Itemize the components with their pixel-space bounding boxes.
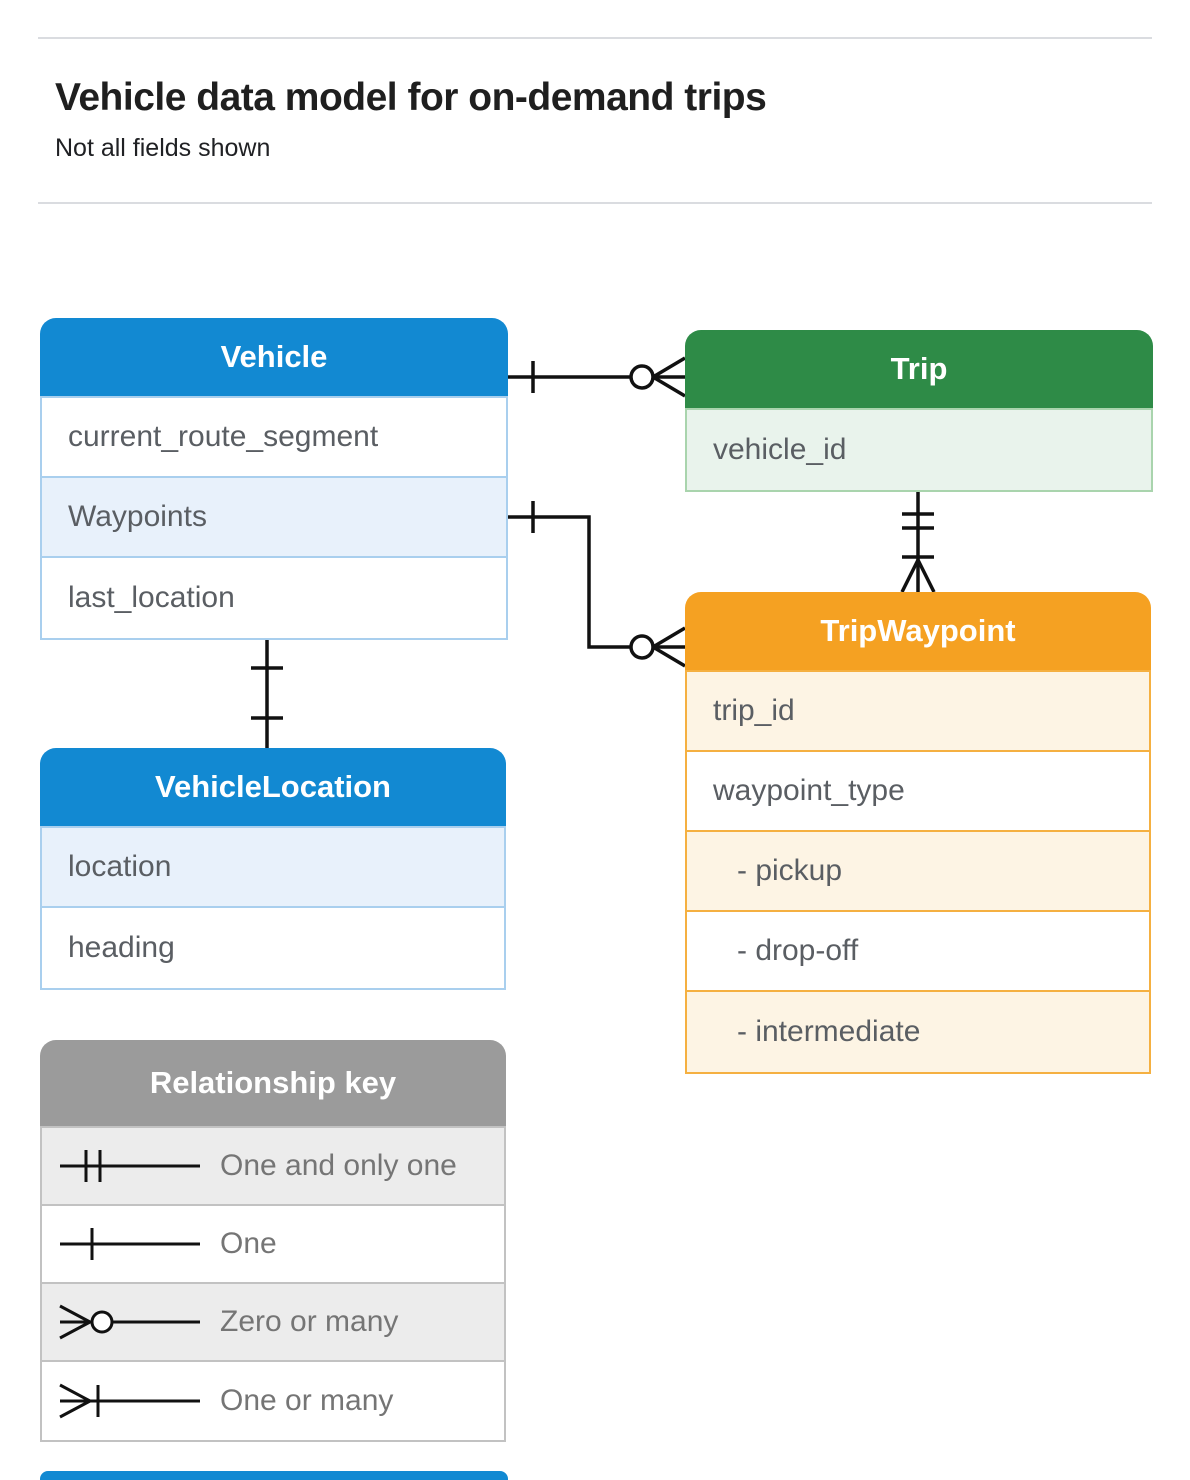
field-label: - pickup xyxy=(737,854,843,887)
one-icon xyxy=(60,1228,200,1260)
field-label: waypoint_type xyxy=(713,774,905,807)
header-divider xyxy=(38,202,1152,204)
relationship-key-header: Relationship key xyxy=(40,1040,506,1126)
field-row: - pickup xyxy=(687,832,1149,912)
one-and-only-one-icon xyxy=(60,1150,200,1182)
entity-trip-waypoint-header: TripWaypoint xyxy=(685,592,1151,670)
legend-row: One xyxy=(42,1206,504,1284)
legend-label: One and only one xyxy=(220,1149,457,1182)
field-label: last_location xyxy=(68,581,235,614)
entity-vehicle-fields: current_route_segment Waypoints last_loc… xyxy=(40,396,508,640)
entity-trip-waypoint: TripWaypoint trip_id waypoint_type - pic… xyxy=(685,592,1151,1074)
field-row: current_route_segment xyxy=(42,398,506,478)
field-row: waypoint_type xyxy=(687,752,1149,832)
page-subtitle: Not all fields shown xyxy=(55,134,271,162)
field-label: location xyxy=(68,850,172,883)
field-row: - drop-off xyxy=(687,912,1149,992)
entity-trip-waypoint-fields: trip_id waypoint_type - pickup - drop-of… xyxy=(685,670,1151,1074)
entity-vehicle: Vehicle current_route_segment Waypoints … xyxy=(40,318,508,640)
entity-title: VehicleLocation xyxy=(154,769,391,804)
field-label: heading xyxy=(68,931,175,964)
one-or-many-icon xyxy=(59,1383,200,1419)
relationship-key-rows: One and only one One Zero or many One or… xyxy=(40,1126,506,1442)
zero-or-many-icon xyxy=(59,1304,200,1340)
legend-label: One xyxy=(220,1227,277,1260)
entity-vehicle-location-header: VehicleLocation xyxy=(40,748,506,826)
field-row: vehicle_id xyxy=(687,410,1151,490)
relationship-key-title: Relationship key xyxy=(149,1065,397,1100)
field-label: vehicle_id xyxy=(713,433,847,466)
entity-trip: Trip vehicle_id xyxy=(685,330,1153,492)
relationship-key: Relationship key One and only one One Ze… xyxy=(40,1040,506,1442)
connector-vehicle-vehiclelocation xyxy=(251,636,283,748)
connector-vehicle-trip xyxy=(508,356,686,398)
top-divider xyxy=(38,37,1152,39)
field-row: location xyxy=(42,828,504,908)
field-label: - intermediate xyxy=(737,1015,921,1048)
entity-vehicle-location: VehicleLocation location heading xyxy=(40,748,506,990)
field-row: Waypoints xyxy=(42,478,506,558)
connector-trip-tripwaypoint xyxy=(900,488,936,593)
field-row: trip_id xyxy=(687,672,1149,752)
field-label: current_route_segment xyxy=(68,420,379,453)
entity-trip-fields: vehicle_id xyxy=(685,408,1153,492)
entity-title: Trip xyxy=(890,351,948,386)
entity-title: TripWaypoint xyxy=(820,613,1016,648)
entity-trip-header: Trip xyxy=(685,330,1153,408)
cropped-table-header xyxy=(40,1471,508,1480)
field-row: heading xyxy=(42,908,504,988)
entity-title: Vehicle xyxy=(220,339,328,374)
entity-vehicle-header: Vehicle xyxy=(40,318,508,396)
field-label: - drop-off xyxy=(737,934,859,967)
legend-label: One or many xyxy=(220,1384,394,1417)
legend-row: One or many xyxy=(42,1362,504,1440)
legend-label: Zero or many xyxy=(220,1305,399,1338)
connector-waypoints-tripwaypoint xyxy=(508,501,686,668)
field-row: last_location xyxy=(42,558,506,638)
field-label: Waypoints xyxy=(68,500,207,533)
entity-vehicle-location-fields: location heading xyxy=(40,826,506,990)
legend-row: Zero or many xyxy=(42,1284,504,1362)
legend-row: One and only one xyxy=(42,1128,504,1206)
field-row: - intermediate xyxy=(687,992,1149,1072)
page-title: Vehicle data model for on-demand trips xyxy=(55,76,767,119)
field-label: trip_id xyxy=(713,694,795,727)
